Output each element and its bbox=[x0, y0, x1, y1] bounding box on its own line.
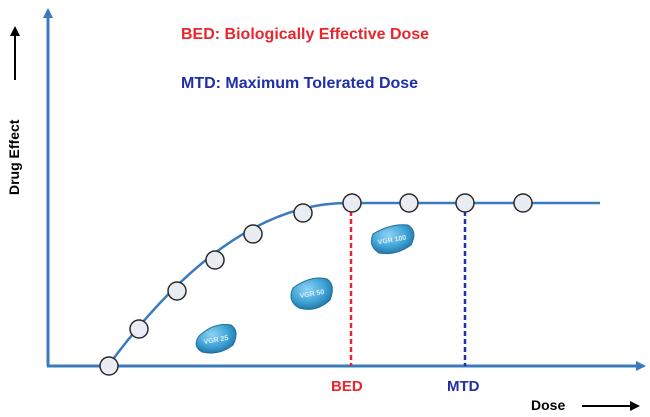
x-axis-label: Dose bbox=[531, 397, 565, 413]
data-point bbox=[129, 319, 149, 339]
pill-50: VGR 50 bbox=[290, 277, 333, 310]
data-point bbox=[455, 193, 475, 213]
data-point bbox=[399, 193, 419, 213]
pill-imprint: VGR 100 bbox=[377, 235, 407, 247]
data-points bbox=[99, 193, 533, 376]
pill-imprint: VGR 25 bbox=[203, 335, 229, 346]
pill-25: VGR 25 bbox=[195, 324, 237, 354]
pill-100: VGR 100 bbox=[371, 224, 415, 255]
bed-marker-label: BED bbox=[331, 378, 363, 395]
pill-imprint: VGR 50 bbox=[299, 289, 325, 300]
pill-icon bbox=[371, 224, 415, 255]
legend-bed: BED: Biologically Effective Dose bbox=[181, 26, 429, 43]
data-point bbox=[513, 193, 533, 213]
legend-mtd: MTD: Maximum Tolerated Dose bbox=[181, 75, 418, 92]
pill-icon bbox=[195, 324, 237, 354]
data-point bbox=[205, 250, 225, 270]
data-point bbox=[293, 203, 313, 223]
data-point bbox=[243, 224, 263, 244]
y-axis-label: Drug Effect bbox=[6, 119, 22, 195]
data-point bbox=[99, 356, 119, 376]
pill-icon bbox=[290, 277, 333, 310]
data-point bbox=[342, 193, 362, 213]
data-point bbox=[167, 281, 187, 301]
mtd-marker-label: MTD bbox=[447, 378, 480, 395]
